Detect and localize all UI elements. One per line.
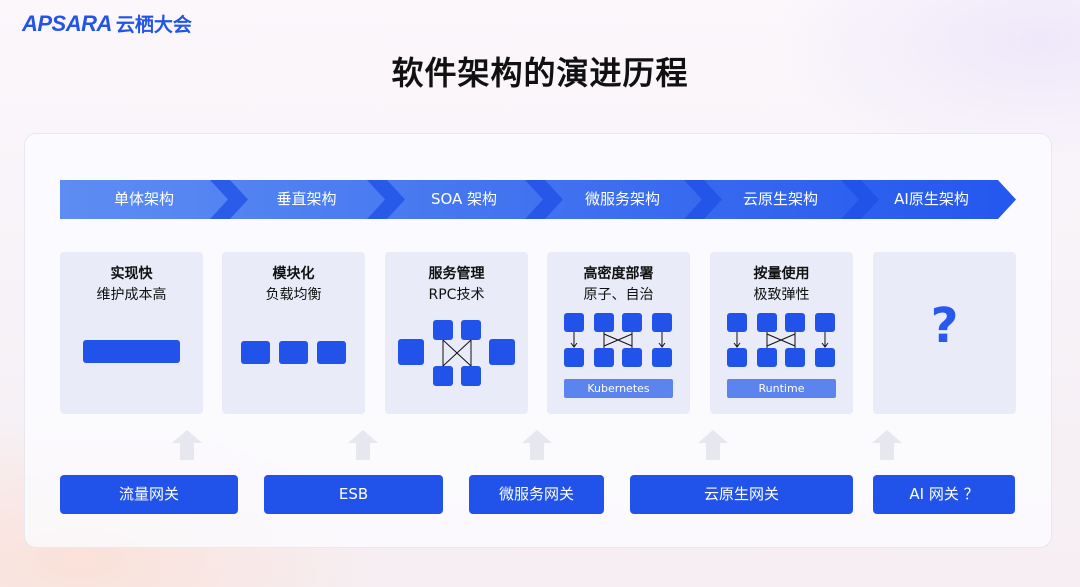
question-mark: ?: [930, 298, 959, 354]
up-arrow-icon: [522, 430, 552, 460]
logo-wordmark: APSARA: [22, 10, 112, 36]
gateway-cloud-native: 云原生网关: [630, 475, 853, 514]
card-title: 服务管理: [428, 266, 485, 282]
page-title: 软件架构的演进历程: [391, 54, 689, 92]
gateway-esb: ESB: [264, 475, 443, 514]
up-arrow-icon: [172, 430, 202, 460]
card-vertical: 模块化 负载均衡: [222, 252, 365, 414]
container-grid-figure: [564, 313, 672, 367]
stage-ai-native: AI原生架构: [894, 190, 969, 208]
gateway-traffic: 流量网关: [60, 475, 238, 514]
three-blocks-figure: [241, 341, 346, 364]
stage-monolithic: 单体架构: [113, 190, 174, 208]
runtime-badge: Runtime: [727, 379, 836, 398]
card-subtitle: 原子、自治: [583, 287, 654, 303]
stage-microservices: 微服务架构: [584, 190, 660, 208]
card-title: 按量使用: [753, 266, 810, 282]
timeline-chevron-band: [60, 180, 1016, 219]
stage-vertical: 垂直架构: [276, 190, 337, 208]
card-subtitle: 极致弹性: [753, 287, 810, 303]
logo-name-cn: 云栖大会: [115, 14, 192, 36]
card-soa: 服务管理 RPC技术: [385, 252, 528, 414]
stage-timeline: 单体架构 垂直架构 SOA 架构 微服务架构 云原生架构 AI原生架构: [60, 180, 1016, 219]
gateway-microservice: 微服务网关: [469, 475, 604, 514]
container-grid-figure: [727, 313, 835, 367]
stage-soa: SOA 架构: [430, 190, 498, 208]
card-cloud-native: 按量使用 极致弹性 Runtime: [710, 252, 853, 414]
card-microservices: 高密度部署 原子、自治 Kubernetes: [547, 252, 690, 414]
up-arrow-icon: [698, 430, 728, 460]
kubernetes-badge: Kubernetes: [564, 379, 673, 398]
card-title: 实现快: [110, 266, 153, 282]
stage-cloud-native: 云原生架构: [742, 190, 818, 208]
gateway-ai: AI 网关 ？: [873, 475, 1015, 514]
card-title: 模块化: [272, 266, 315, 282]
card-monolithic: 实现快 维护成本高: [60, 252, 203, 414]
apsara-logo: APSARA 云栖大会: [22, 10, 192, 37]
card-subtitle: 维护成本高: [96, 287, 167, 303]
card-subtitle: 负载均衡: [265, 287, 322, 303]
single-block-figure: [83, 340, 180, 363]
service-bus-figure: [398, 320, 515, 386]
up-arrow-icon: [348, 430, 378, 460]
card-subtitle: RPC技术: [428, 287, 485, 303]
up-arrow-icon: [872, 430, 902, 460]
card-ai-native: ?: [873, 252, 1016, 414]
card-title: 高密度部署: [583, 266, 654, 282]
